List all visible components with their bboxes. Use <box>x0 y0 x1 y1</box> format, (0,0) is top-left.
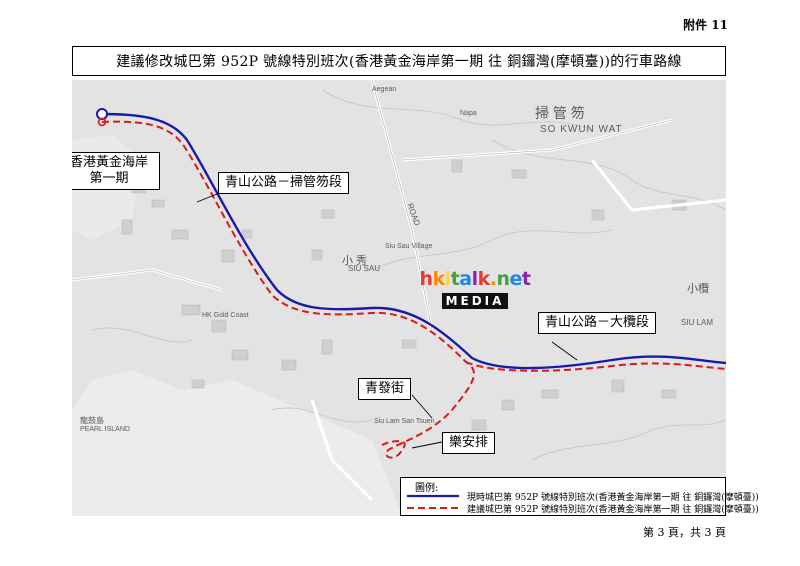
watermark-letter: t <box>521 268 531 290</box>
watermark-letter: n <box>496 268 510 290</box>
legend-row-current: 現時城巴第 952P 號線特別班次(香港黃金海岸第一期 往 銅鑼灣(摩頓臺)) <box>407 490 759 503</box>
map-label-siu-sau-cn: 小 秀 <box>342 255 368 267</box>
map-canvas <box>72 80 726 516</box>
map-label-pearl-island-cn: 龍鼓島 <box>80 416 104 425</box>
watermark-letter: i <box>444 268 452 290</box>
map-label-hk-gold-coast: HK Gold Coast <box>202 312 249 319</box>
current-route-line <box>101 112 726 370</box>
watermark-letter: t <box>450 268 460 290</box>
annex-number: 附件 11 <box>683 18 728 32</box>
label-start-hk-gold-coast: 香港黃金海岸第一期 <box>72 152 160 190</box>
watermark-letter: a <box>459 268 472 290</box>
map-label-pearl-island-en: PEARL ISLAND <box>80 426 130 433</box>
label-lok-on-pai: 樂安排 <box>442 432 496 454</box>
legend-proposed-swatch <box>407 507 459 509</box>
legend-title: 圖例: <box>415 483 439 494</box>
label-castle-peak-road-tai-lam: 青山公路－大欖段 <box>538 312 657 334</box>
watermark-letter: k <box>432 268 446 290</box>
label-tsing-fat-street: 青發街 <box>358 378 412 400</box>
page-number: 第 3 頁，共 3 頁 <box>643 526 726 539</box>
map-label-siu-sau-en: SIU SAU <box>348 264 381 273</box>
map-label-siu-lam-cn: 小欖 <box>687 283 709 295</box>
proposed-route-line <box>101 120 475 459</box>
legend-row-proposed: 建議城巴第 952P 號線特別班次(香港黃金海岸第一期 往 銅鑼灣(摩頓臺)) <box>407 502 759 515</box>
legend-current-text: 現時城巴第 952P 號線特別班次(香港黃金海岸第一期 往 銅鑼灣(摩頓臺)) <box>467 492 759 503</box>
legend-proposed-text: 建議城巴第 952P 號線特別班次(香港黃金海岸第一期 往 銅鑼灣(摩頓臺)) <box>467 504 759 515</box>
legend-current-swatch <box>407 494 459 498</box>
label-castle-peak-road-so-kwun-wat: 青山公路－掃管笏段 <box>218 172 350 194</box>
watermark-letter: e <box>509 268 523 290</box>
map-label-so-kwun-wat-en: SO KWUN WAT <box>540 124 623 135</box>
proposed-route-main-line <box>465 361 726 372</box>
map-label-so-kwun-wat-cn: 掃 管 笏 <box>535 105 585 121</box>
watermark: hkitalk.net MEDIA <box>415 268 535 309</box>
watermark-letter: l <box>471 268 479 290</box>
map-label-napa: Napa <box>460 110 477 117</box>
page-title: 建議修改城巴第 952P 號線特別班次(香港黃金海岸第一期 往 銅鑼灣(摩頓臺)… <box>72 46 726 76</box>
route-map: 掃 管 笏 SO KWUN WAT 小 秀 SIU SAU 小欖 SIU LAM… <box>72 80 726 516</box>
legend: 圖例: 現時城巴第 952P 號線特別班次(香港黃金海岸第一期 往 銅鑼灣(摩頓… <box>400 477 759 516</box>
map-label-siu-lam-en: SIU LAM <box>681 318 714 327</box>
watermark-letter: . <box>489 268 497 290</box>
watermark-letter: h <box>419 268 434 290</box>
watermark-bottom-text: MEDIA <box>441 293 509 309</box>
watermark-letter: k <box>477 268 491 290</box>
start-marker <box>96 108 108 120</box>
map-label-siu-sau-village: Siu Sau Village <box>385 243 433 250</box>
map-label-siu-lam-san-tsuen: Siu Lam San Tsuen <box>374 418 435 425</box>
map-label-aegean: Aegean <box>372 86 397 93</box>
start-marker-proposed <box>97 117 107 127</box>
watermark-top-text: hkitalk.net <box>415 268 535 290</box>
